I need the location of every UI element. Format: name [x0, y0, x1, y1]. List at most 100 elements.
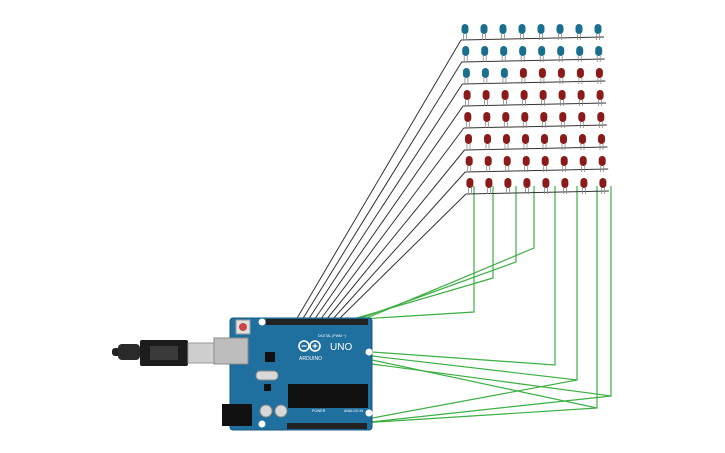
led[interactable]: [557, 68, 565, 84]
column-wire[interactable]: [345, 407, 598, 425]
analog-label: ANALOG IN: [344, 409, 364, 413]
led[interactable]: [596, 90, 604, 106]
led[interactable]: [461, 24, 469, 40]
row-wire[interactable]: [295, 39, 462, 321]
led[interactable]: [522, 156, 530, 172]
column-wire[interactable]: [339, 379, 578, 425]
led[interactable]: [539, 90, 547, 106]
row-wire[interactable]: [301, 61, 463, 321]
usb-plug-connector: [187, 342, 215, 364]
usb-cable-boot: [118, 344, 140, 360]
led[interactable]: [575, 24, 583, 40]
led[interactable]: [538, 46, 546, 62]
arduino-uno-board[interactable]: ARDUINO UNO DIGITAL (PWM ~) POWER ANALOG…: [213, 317, 373, 431]
led[interactable]: [484, 134, 491, 150]
led[interactable]: [521, 112, 529, 128]
capacitor: [274, 404, 288, 418]
led[interactable]: [558, 90, 566, 106]
led[interactable]: [522, 134, 529, 150]
digital-header[interactable]: [266, 319, 368, 325]
led[interactable]: [579, 134, 586, 150]
dc-power-jack: [222, 404, 252, 426]
led[interactable]: [519, 46, 527, 62]
led[interactable]: [578, 112, 586, 128]
led[interactable]: [464, 112, 472, 128]
column-wire[interactable]: [351, 395, 612, 425]
led[interactable]: [560, 156, 568, 172]
led[interactable]: [576, 46, 584, 62]
led[interactable]: [466, 178, 474, 194]
led[interactable]: [594, 24, 602, 40]
led[interactable]: [580, 178, 588, 194]
row-wire[interactable]: [313, 105, 464, 321]
led[interactable]: [599, 178, 607, 194]
led[interactable]: [484, 156, 492, 172]
led[interactable]: [519, 68, 527, 84]
reset-button-cap: [239, 323, 247, 331]
led[interactable]: [540, 112, 548, 128]
capacitor: [259, 404, 273, 418]
row-wire[interactable]: [307, 83, 463, 321]
led[interactable]: [557, 46, 565, 62]
row-wire[interactable]: [331, 171, 466, 321]
led[interactable]: [462, 68, 470, 84]
board-brand-label: ARDUINO: [299, 356, 322, 362]
led[interactable]: [503, 156, 511, 172]
led[interactable]: [503, 134, 510, 150]
column-wire[interactable]: [371, 186, 556, 366]
led[interactable]: [520, 90, 528, 106]
led[interactable]: [560, 134, 567, 150]
led[interactable]: [576, 68, 584, 84]
led[interactable]: [465, 134, 472, 150]
led[interactable]: [597, 112, 605, 128]
led[interactable]: [537, 24, 545, 40]
led[interactable]: [556, 24, 564, 40]
row-wires: [295, 39, 467, 321]
led[interactable]: [482, 90, 490, 106]
power-analog-header[interactable]: [287, 423, 367, 429]
led[interactable]: [542, 178, 550, 194]
row-wire[interactable]: [319, 127, 465, 321]
led[interactable]: [523, 178, 531, 194]
led[interactable]: [502, 112, 510, 128]
column-wire[interactable]: [361, 186, 535, 321]
led[interactable]: [518, 24, 526, 40]
column-wire[interactable]: [371, 186, 598, 409]
led[interactable]: [598, 134, 605, 150]
led[interactable]: [499, 24, 507, 40]
column-wire[interactable]: [349, 186, 494, 321]
usb-cable[interactable]: [112, 340, 215, 366]
led[interactable]: [465, 156, 473, 172]
atmega-chip: [288, 384, 368, 408]
led[interactable]: [598, 156, 606, 172]
column-wire[interactable]: [371, 186, 612, 397]
led[interactable]: [463, 90, 471, 106]
led[interactable]: [462, 46, 470, 62]
led[interactable]: [541, 156, 549, 172]
led[interactable]: [538, 68, 546, 84]
led[interactable]: [481, 46, 489, 62]
led[interactable]: [500, 68, 508, 84]
column-wire[interactable]: [344, 186, 475, 321]
led[interactable]: [504, 178, 512, 194]
column-wires: [339, 186, 612, 425]
usb-controller-chip: [265, 352, 275, 362]
led[interactable]: [483, 112, 491, 128]
row-wire[interactable]: [325, 149, 465, 321]
led[interactable]: [541, 134, 548, 150]
usb-b-jack: [213, 337, 249, 365]
led[interactable]: [561, 178, 569, 194]
led[interactable]: [577, 90, 585, 106]
digital-header-label: DIGITAL (PWM ~): [318, 334, 346, 338]
led[interactable]: [595, 46, 603, 62]
led[interactable]: [595, 68, 603, 84]
led[interactable]: [480, 24, 488, 40]
led[interactable]: [481, 68, 489, 84]
led[interactable]: [559, 112, 567, 128]
led[interactable]: [501, 90, 509, 106]
led[interactable]: [500, 46, 508, 62]
led[interactable]: [579, 156, 587, 172]
led[interactable]: [485, 178, 493, 194]
row-wire[interactable]: [337, 193, 467, 321]
